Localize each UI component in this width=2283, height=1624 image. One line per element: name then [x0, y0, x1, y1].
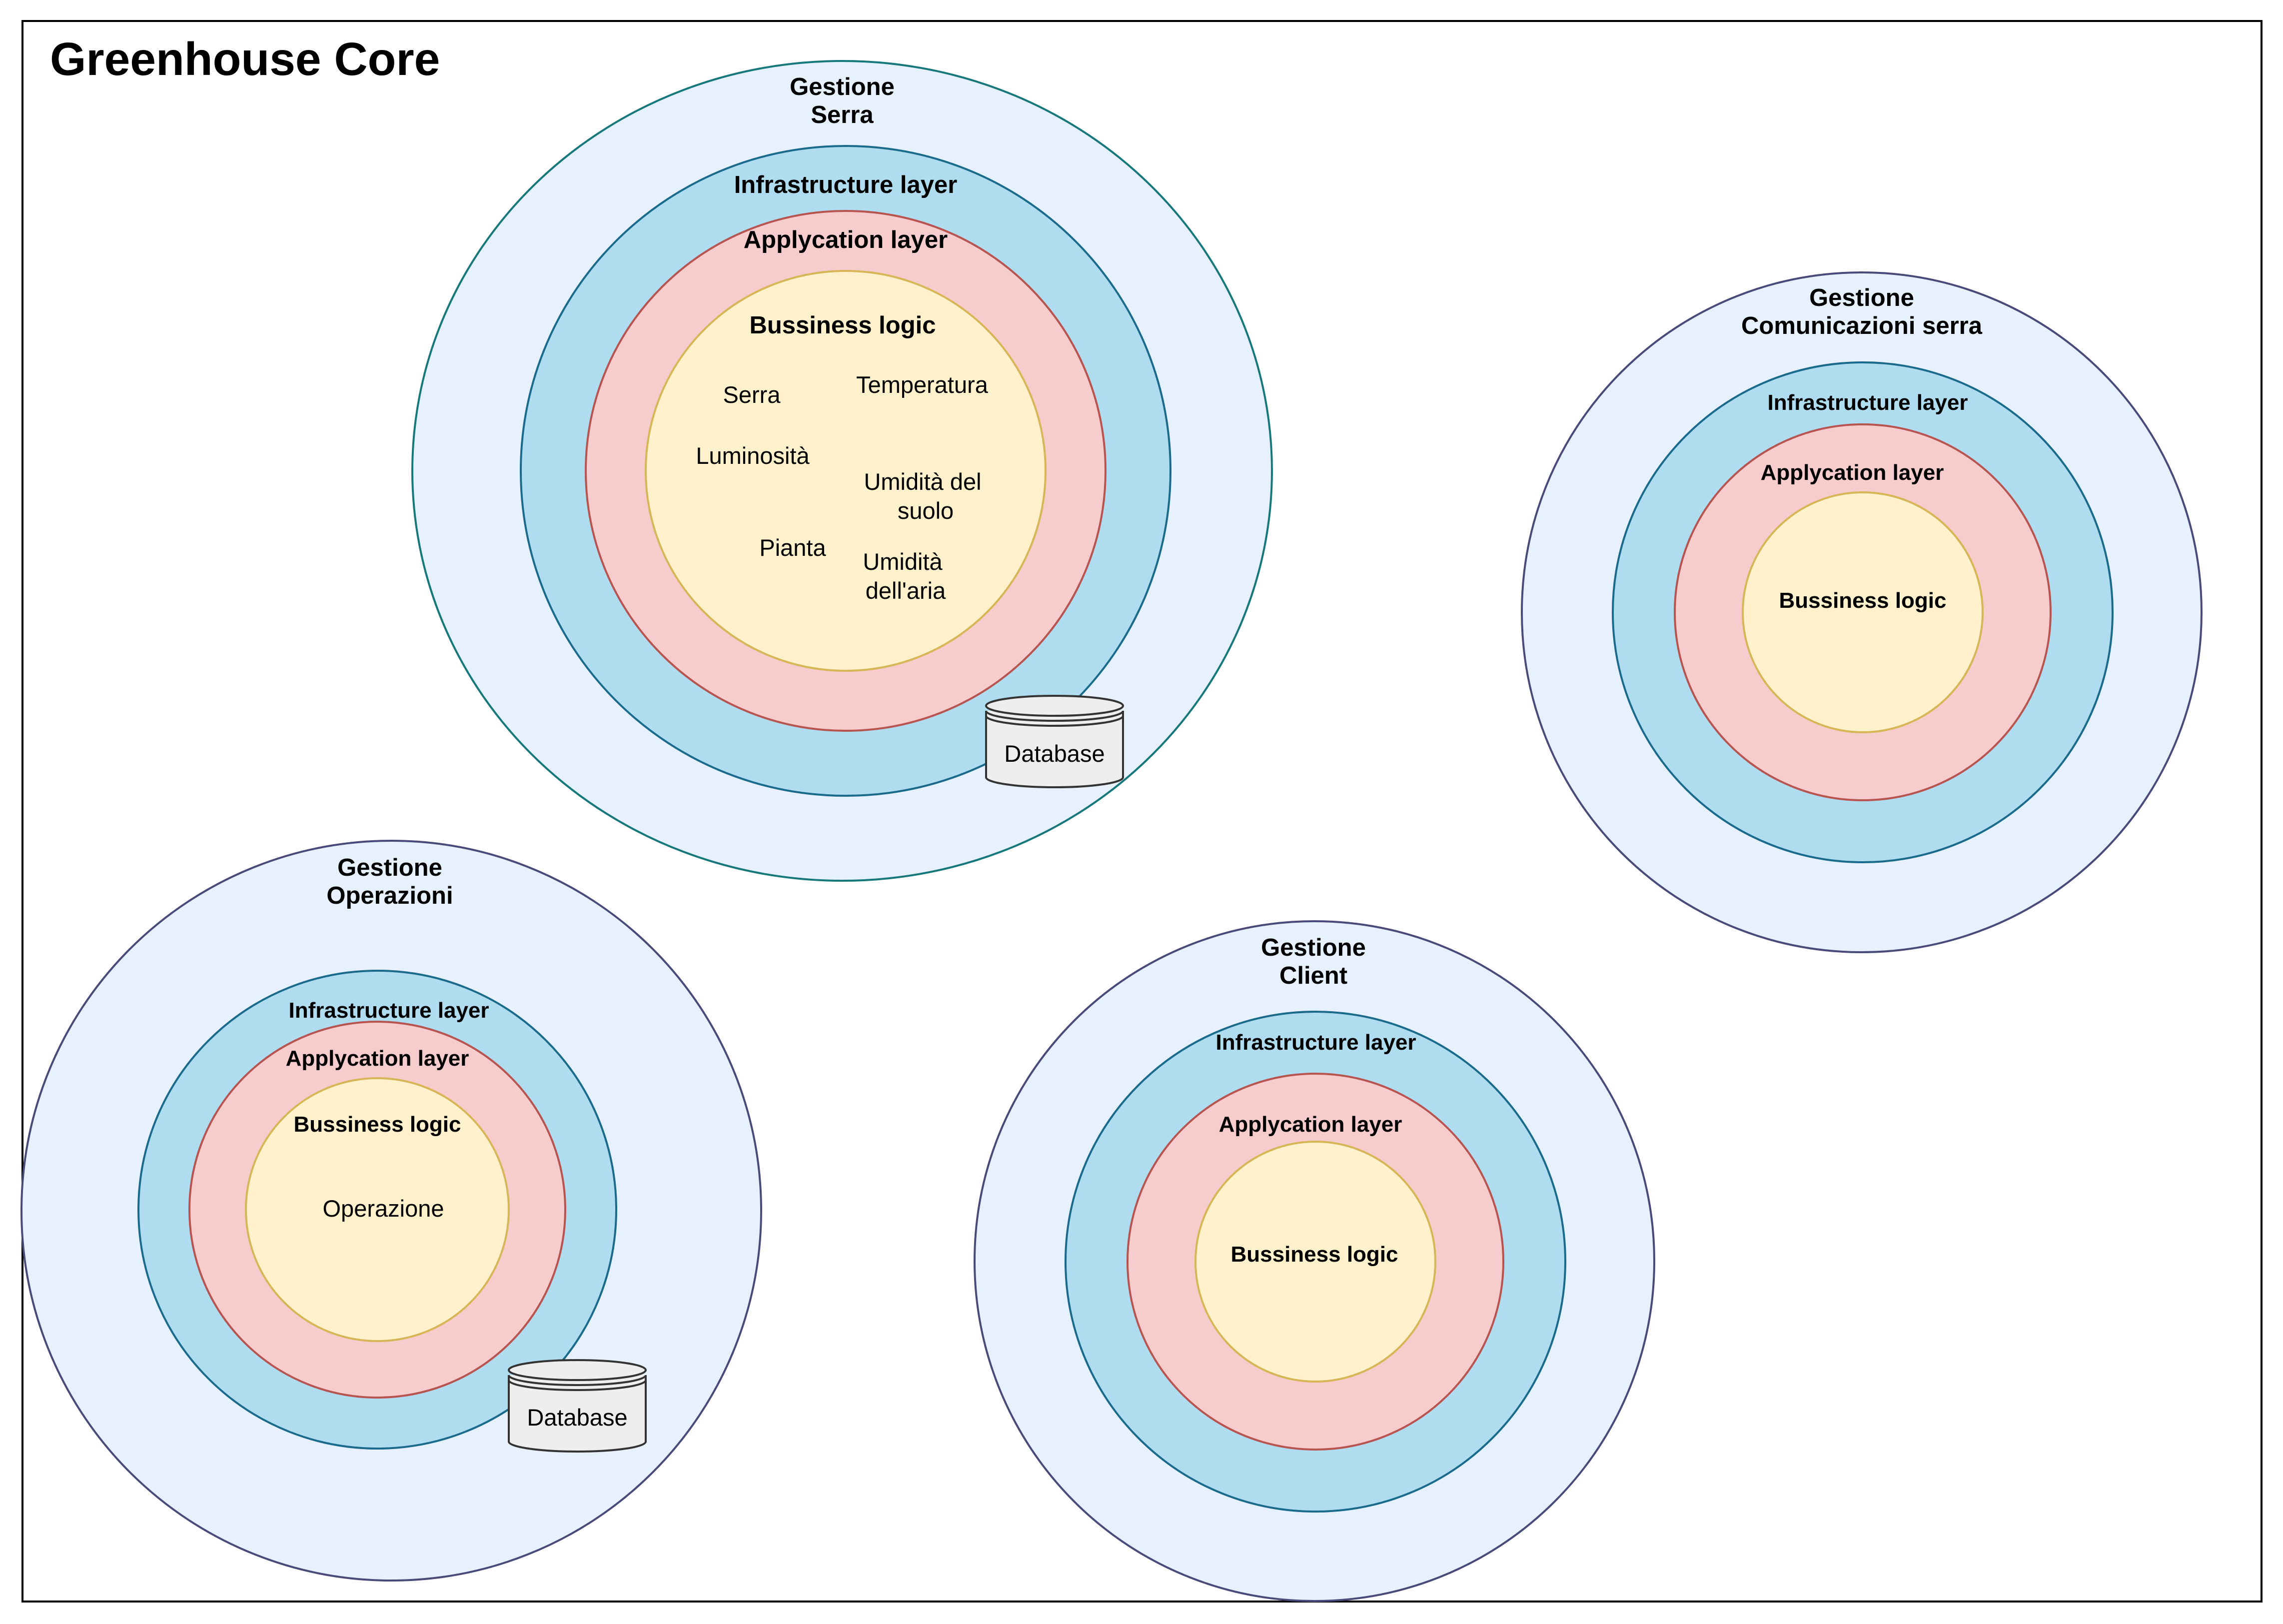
business-logic-comunicazioni-stroke [1742, 491, 1984, 733]
application-layer-serra-stroke [585, 210, 1107, 732]
application-layer-serra-label: Applycation layer [744, 226, 948, 253]
domain-gestione-client: Gestione Client Infrastructure layer App… [974, 920, 1655, 1602]
database-operazioni-top [509, 1360, 646, 1380]
domain-title-client-line1: Gestione [1261, 934, 1366, 961]
business-logic-comunicazioni [1743, 492, 1983, 732]
infrastructure-layer-serra-stroke [520, 145, 1171, 797]
domain-title-comunicazioni-line2: Comunicazioni serra [1741, 312, 1983, 339]
domain-title-operazioni-line1: Gestione [337, 854, 442, 881]
database-serra-body-stroke [985, 711, 1124, 788]
business-logic-operazioni [246, 1078, 509, 1341]
database-operazioni-body-stroke [508, 1375, 647, 1453]
database-serra-top [986, 696, 1123, 716]
diagram-frame [21, 20, 2263, 1603]
business-logic-client-label: Bussiness logic [1230, 1242, 1398, 1267]
domain-gestione-operazioni: Gestione Operazioni Infrastructure layer… [20, 840, 762, 1582]
diagram-title: Greenhouse Core [50, 33, 440, 85]
entity-temperatura: Temperatura [856, 371, 989, 398]
domain-gestione-serra: Gestione Serra Infrastructure layer Appl… [411, 60, 1273, 882]
entity-umidita-aria-line2: dell'aria [866, 577, 946, 604]
entity-umidita-aria-line1: Umidità [863, 548, 943, 575]
infrastructure-layer-comunicazioni-stroke [1612, 361, 2114, 863]
application-layer-comunicazioni-label: Applycation layer [1761, 460, 1944, 485]
database-operazioni: Database [508, 1359, 647, 1453]
infrastructure-layer-operazioni-stroke [137, 970, 617, 1450]
business-logic-serra [646, 271, 1046, 671]
database-operazioni-label: Database [527, 1404, 627, 1431]
infrastructure-layer-comunicazioni-label: Infrastructure layer [1767, 390, 1968, 415]
infrastructure-layer-serra-label: Infrastructure layer [734, 171, 958, 198]
domain-boundary-client-stroke [974, 920, 1655, 1602]
entity-pianta: Pianta [759, 534, 826, 561]
entity-serra: Serra [723, 381, 781, 408]
infrastructure-layer-operazioni-label: Infrastructure layer [288, 998, 489, 1023]
domain-title-operazioni-line2: Operazioni [326, 882, 453, 909]
database-operazioni-ring2 [508, 1380, 647, 1391]
application-layer-operazioni-stroke [188, 1021, 566, 1399]
entity-operazione: Operazione [323, 1195, 444, 1222]
application-layer-operazioni-label: Applycation layer [286, 1046, 469, 1071]
business-logic-client [1195, 1142, 1435, 1382]
entity-umidita-suolo-line2: suolo [898, 497, 954, 524]
domain-boundary-comunicazioni-stroke [1521, 271, 2203, 953]
domain-title-serra-line1: Gestione [790, 73, 895, 100]
business-logic-operazioni-stroke [245, 1077, 510, 1342]
database-serra-ring2 [985, 715, 1124, 727]
entity-umidita-suolo-line1: Umidità del [864, 468, 981, 495]
database-serra-label: Database [1004, 740, 1105, 767]
entity-luminosita: Luminosità [696, 442, 810, 469]
database-serra-top-stroke [985, 695, 1124, 717]
application-layer-client-label: Applycation layer [1219, 1112, 1402, 1137]
database-serra-ring1 [985, 710, 1124, 722]
domain-gestione-comunicazioni: Gestione Comunicazioni serra Infrastruct… [1521, 271, 2203, 953]
business-logic-client-stroke [1194, 1141, 1436, 1383]
domain-title-comunicazioni-line1: Gestione [1809, 284, 1914, 311]
business-logic-operazioni-label: Bussiness logic [293, 1112, 461, 1137]
infrastructure-layer-client-stroke [1065, 1011, 1566, 1513]
database-operazioni-ring1 [508, 1375, 647, 1386]
domain-title-client-line2: Client [1279, 962, 1347, 989]
database-serra: Database [985, 695, 1124, 788]
business-logic-serra-label: Bussiness logic [749, 312, 936, 339]
domain-title-serra-line2: Serra [811, 101, 874, 128]
domain-boundary-operazioni-stroke [20, 840, 762, 1582]
business-logic-comunicazioni-label: Bussiness logic [1779, 588, 1946, 613]
database-serra-body [986, 711, 1123, 787]
application-layer-comunicazioni-stroke [1674, 423, 2052, 801]
business-logic-serra-stroke [645, 270, 1047, 672]
infrastructure-layer-client-label: Infrastructure layer [1215, 1030, 1416, 1055]
database-operazioni-top-stroke [508, 1359, 647, 1381]
application-layer-client-stroke [1127, 1073, 1504, 1451]
domain-boundary-serra-stroke [411, 60, 1273, 882]
database-operazioni-body [509, 1375, 646, 1452]
